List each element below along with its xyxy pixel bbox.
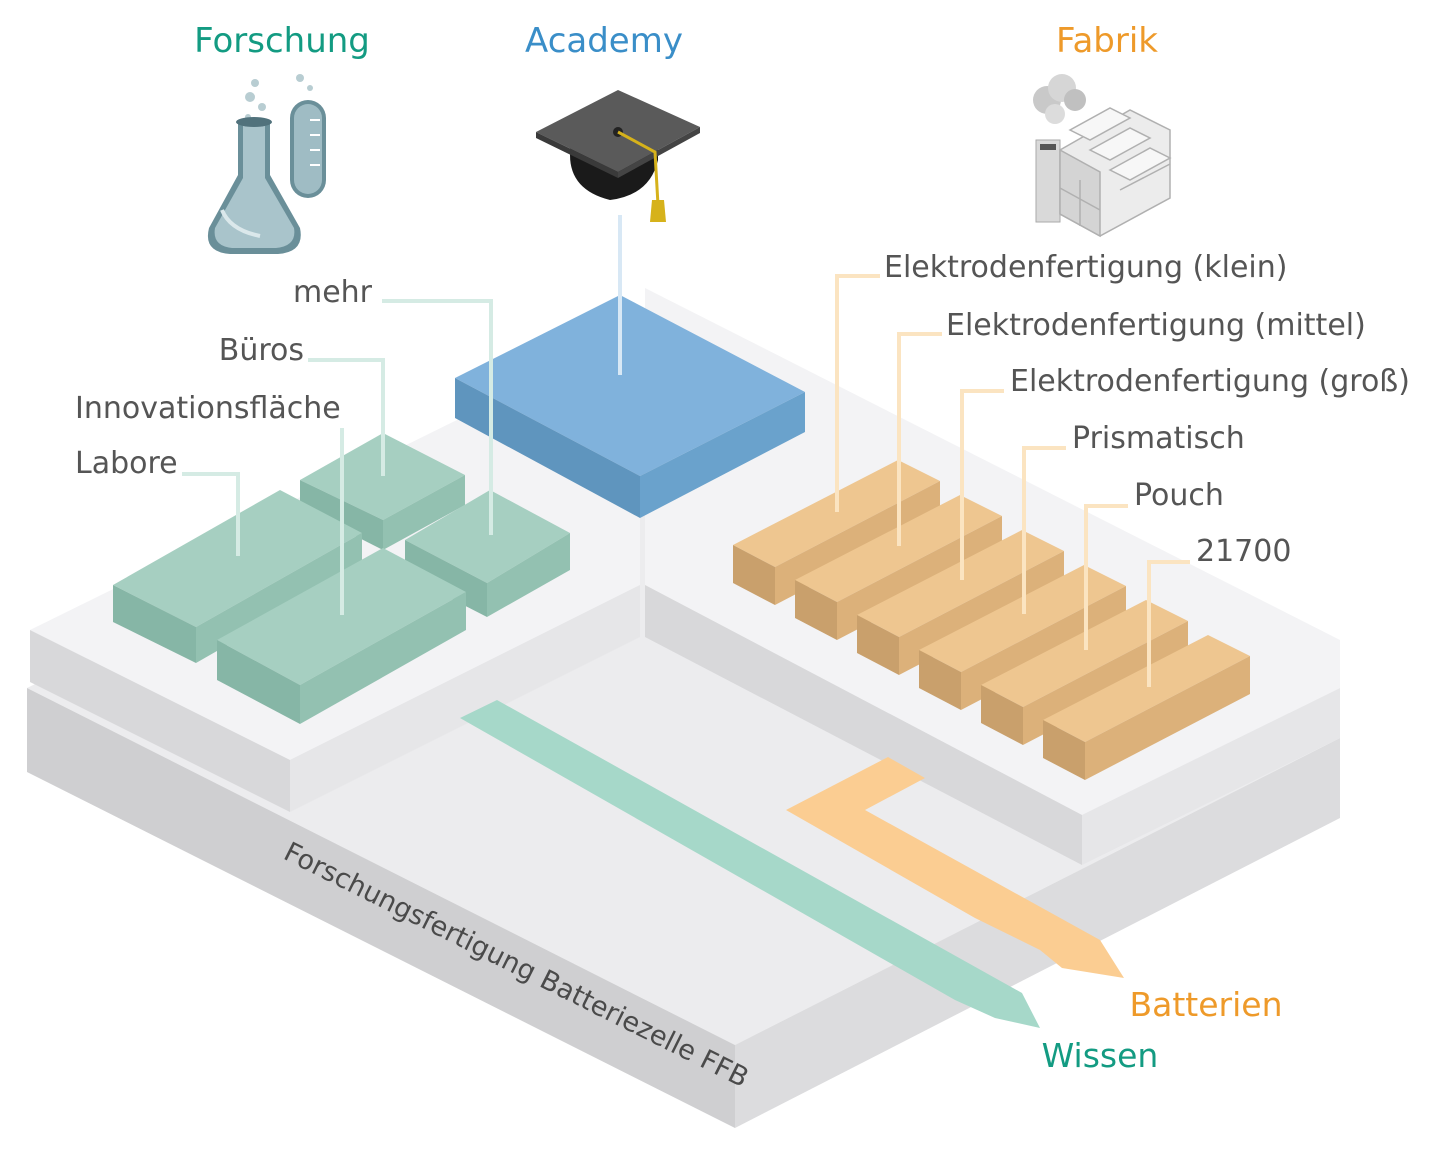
label-labore: Labore bbox=[75, 446, 178, 481]
output-wissen: Wissen bbox=[1042, 1036, 1159, 1075]
label-elektroden-klein: Elektrodenfertigung (klein) bbox=[884, 250, 1287, 285]
block-innovationsflaeche bbox=[217, 548, 466, 724]
block-mehr bbox=[405, 490, 570, 617]
academy-block bbox=[455, 295, 805, 518]
fabrik-bar-zelle_21700 bbox=[1043, 635, 1250, 780]
label-elektroden-mittel: Elektrodenfertigung (mittel) bbox=[946, 308, 1366, 343]
label-21700: 21700 bbox=[1196, 534, 1291, 569]
academy-heading: Academy bbox=[525, 21, 683, 61]
batterien-arrow bbox=[786, 757, 1124, 978]
forschung-leader-lines bbox=[182, 299, 493, 615]
fabrik-leader-lines bbox=[835, 274, 1190, 687]
label-innovationsflaeche: Innovationsfläche bbox=[75, 391, 341, 426]
label-bueros: Büros bbox=[219, 333, 304, 368]
label-elektroden-gross: Elektrodenfertigung (groß) bbox=[1010, 364, 1410, 399]
forschung-heading: Forschung bbox=[194, 21, 370, 61]
wissen-arrow bbox=[460, 700, 1040, 1028]
output-batterien: Batterien bbox=[1130, 985, 1283, 1024]
label-mehr: mehr bbox=[293, 275, 373, 310]
graduation-cap-icon bbox=[536, 90, 700, 222]
factory-icon bbox=[1033, 74, 1172, 238]
fabrik-bars bbox=[733, 460, 1250, 780]
flask-testtube-icon bbox=[207, 74, 326, 254]
fabrik-heading: Fabrik bbox=[1056, 21, 1158, 61]
label-prismatisch: Prismatisch bbox=[1072, 421, 1245, 456]
label-pouch: Pouch bbox=[1134, 478, 1224, 513]
